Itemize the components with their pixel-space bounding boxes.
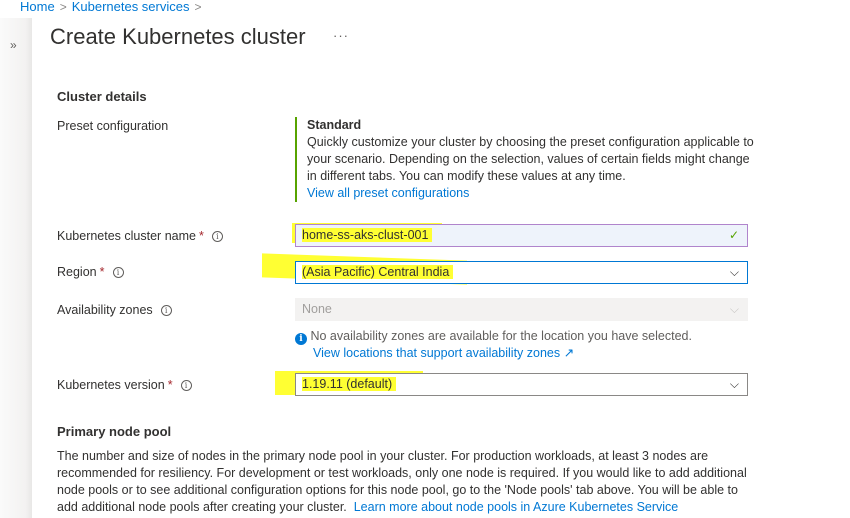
more-options-button[interactable]: ···: [333, 28, 349, 43]
section-title-cluster-details: Cluster details: [57, 89, 147, 104]
breadcrumb-home[interactable]: Home: [20, 0, 55, 14]
region-label-text: Region: [57, 265, 97, 279]
availability-zones-label: Availability zones i: [57, 303, 172, 317]
breadcrumb-separator: >: [194, 0, 202, 14]
view-locations-link-text: View locations that support availability…: [313, 346, 561, 360]
kubernetes-version-value: 1.19.11 (default): [302, 377, 397, 391]
info-message: No availability zones are available for …: [310, 329, 692, 343]
breadcrumb-kubernetes-services[interactable]: Kubernetes services: [71, 0, 190, 14]
info-icon[interactable]: i: [180, 380, 192, 391]
left-rail: [0, 18, 32, 518]
view-locations-link[interactable]: View locations that support availability…: [313, 346, 574, 360]
preset-title: Standard: [307, 118, 362, 132]
breadcrumb-separator: >: [59, 0, 67, 14]
required-marker: *: [167, 378, 173, 392]
primary-node-pool-description: The number and size of nodes in the prim…: [57, 448, 757, 516]
region-label: Region* i: [57, 265, 124, 279]
info-filled-icon: i: [295, 333, 307, 345]
info-icon[interactable]: i: [160, 305, 172, 316]
learn-more-node-pools-link[interactable]: Learn more about node pools in Azure Kub…: [353, 500, 679, 514]
region-value: (Asia Pacific) Central India: [302, 265, 454, 279]
valid-check-icon: ✓: [728, 228, 739, 242]
kubernetes-version-label: Kubernetes version* i: [57, 378, 192, 392]
availability-zones-label-text: Availability zones: [57, 303, 153, 317]
breadcrumb: Home > Kubernetes services >: [20, 0, 207, 14]
preset-configuration: Standard Quickly customize your cluster …: [295, 117, 755, 202]
region-select[interactable]: (Asia Pacific) Central India ⌵: [295, 261, 748, 284]
info-icon[interactable]: i: [211, 231, 223, 242]
required-marker: *: [198, 229, 204, 243]
availability-zones-select: None ⌵: [295, 298, 748, 321]
cluster-name-label: Kubernetes cluster name* i: [57, 229, 223, 243]
availability-zones-value: None: [302, 302, 332, 316]
availability-zones-info: i No availability zones are available fo…: [295, 328, 692, 362]
page-title: Create Kubernetes cluster: [50, 24, 306, 49]
cluster-name-input[interactable]: home-ss-aks-clust-001 ✓: [295, 224, 748, 247]
cluster-name-label-text: Kubernetes cluster name: [57, 229, 196, 243]
preset-description: Quickly customize your cluster by choosi…: [307, 135, 754, 183]
kubernetes-version-select[interactable]: 1.19.11 (default) ⌵: [295, 373, 748, 396]
required-marker: *: [99, 265, 105, 279]
chevron-down-icon: ⌵: [729, 302, 739, 316]
view-preset-configurations-link[interactable]: View all preset configurations: [307, 186, 470, 200]
chevron-down-icon: ⌵: [729, 265, 739, 279]
kubernetes-version-label-text: Kubernetes version: [57, 378, 165, 392]
chevron-down-icon: ⌵: [729, 377, 739, 391]
section-title-primary-node-pool: Primary node pool: [57, 424, 172, 439]
cluster-name-value: home-ss-aks-clust-001: [302, 228, 433, 242]
external-link-icon: ↗: [563, 346, 575, 360]
primary-node-pool-text: The number and size of nodes in the prim…: [57, 449, 747, 514]
preset-configuration-label: Preset configuration: [57, 119, 169, 133]
info-icon[interactable]: i: [112, 267, 124, 278]
expand-sidebar-button[interactable]: »: [10, 38, 17, 52]
